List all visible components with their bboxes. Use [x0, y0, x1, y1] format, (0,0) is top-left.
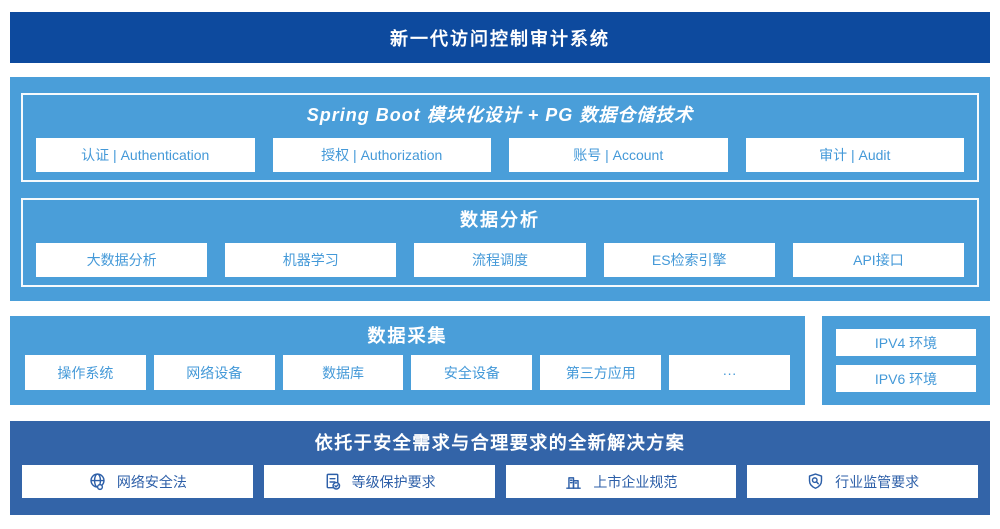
process-scheduling-chip: 流程调度: [414, 243, 586, 277]
data-collection-title: 数据采集: [367, 326, 448, 346]
operating-system-chip: 操作系统: [25, 355, 146, 390]
springboot-panel-title: Spring Boot 模块化设计 + PG 数据仓储技术: [306, 105, 694, 125]
network-security-law-chip: 网络安全法: [22, 465, 253, 498]
authentication-module-chip: 认证 | Authentication: [36, 138, 255, 172]
data-analysis-title: 数据分析: [460, 210, 540, 230]
ellipsis-more-chip: ···: [669, 355, 790, 390]
account-module-chip: 账号 | Account: [509, 138, 728, 172]
classified-protection-label: 等级保护要求: [351, 473, 436, 490]
machine-learning-chip: 机器学习: [225, 243, 397, 277]
network-security-law-label: 网络安全法: [116, 473, 187, 490]
ipv4-environment-chip: IPV4 环境: [836, 329, 976, 356]
classified-protection-chip: 等级保护要求: [263, 465, 495, 498]
springboot-panel: Spring Boot 模块化设计 + PG 数据仓储技术 认证 | Authe…: [21, 93, 979, 182]
data-analysis-row: 大数据分析 机器学习 流程调度 ES检索引擎 API接口: [36, 243, 965, 277]
listed-company-label: 上市企业规范: [593, 473, 678, 490]
globe-icon: [90, 473, 105, 491]
main-title-banner: 新一代访问控制审计系统: [10, 12, 990, 63]
industry-regulation-label: 行业监管要求: [835, 473, 920, 490]
audit-module-chip: 审计 | Audit: [745, 138, 964, 172]
page-title: 新一代访问控制审计系统: [390, 28, 610, 49]
solution-title: 依托于安全需求与合理要求的全新解决方案: [314, 433, 686, 453]
solution-items-row: 网络安全法 等级保护要求 上市企业规范: [22, 465, 978, 498]
data-analysis-panel: 数据分析 大数据分析 机器学习 流程调度 ES检索引擎 API接口: [21, 198, 979, 287]
solution-section: 依托于安全需求与合理要求的全新解决方案 网络安全法 等级保护要求: [10, 421, 990, 515]
listed-company-chip: 上市企业规范: [505, 465, 737, 498]
network-environment-panel: IPV4 环境 IPV6 环境: [822, 316, 990, 405]
springboot-module-row: 认证 | Authentication 授权 | Authorization 账…: [36, 138, 964, 172]
data-collection-panel: 数据采集 操作系统 网络设备 数据库 安全设备 第三方应用 ···: [10, 316, 805, 405]
security-device-chip: 安全设备: [411, 355, 533, 390]
third-party-app-chip: 第三方应用: [540, 355, 662, 390]
ipv6-environment-chip: IPV6 环境: [836, 365, 976, 392]
document-check-icon: [326, 473, 340, 490]
big-data-analysis-chip: 大数据分析: [36, 243, 208, 277]
industry-regulation-chip: 行业监管要求: [747, 465, 978, 498]
platform-section: Spring Boot 模块化设计 + PG 数据仓储技术 认证 | Authe…: [10, 77, 990, 301]
es-search-engine-chip: ES检索引擎: [603, 243, 775, 277]
building-icon: [566, 477, 582, 489]
data-collection-items-row: 操作系统 网络设备 数据库 安全设备 第三方应用 ···: [25, 355, 790, 390]
network-device-chip: 网络设备: [153, 355, 275, 390]
api-interface-chip: API接口: [792, 243, 965, 277]
database-chip: 数据库: [282, 355, 404, 390]
collection-row: 数据采集 操作系统 网络设备 数据库 安全设备 第三方应用 ··· IPV4 环…: [10, 316, 990, 405]
shield-search-icon: [808, 473, 823, 489]
authorization-module-chip: 授权 | Authorization: [272, 138, 491, 172]
